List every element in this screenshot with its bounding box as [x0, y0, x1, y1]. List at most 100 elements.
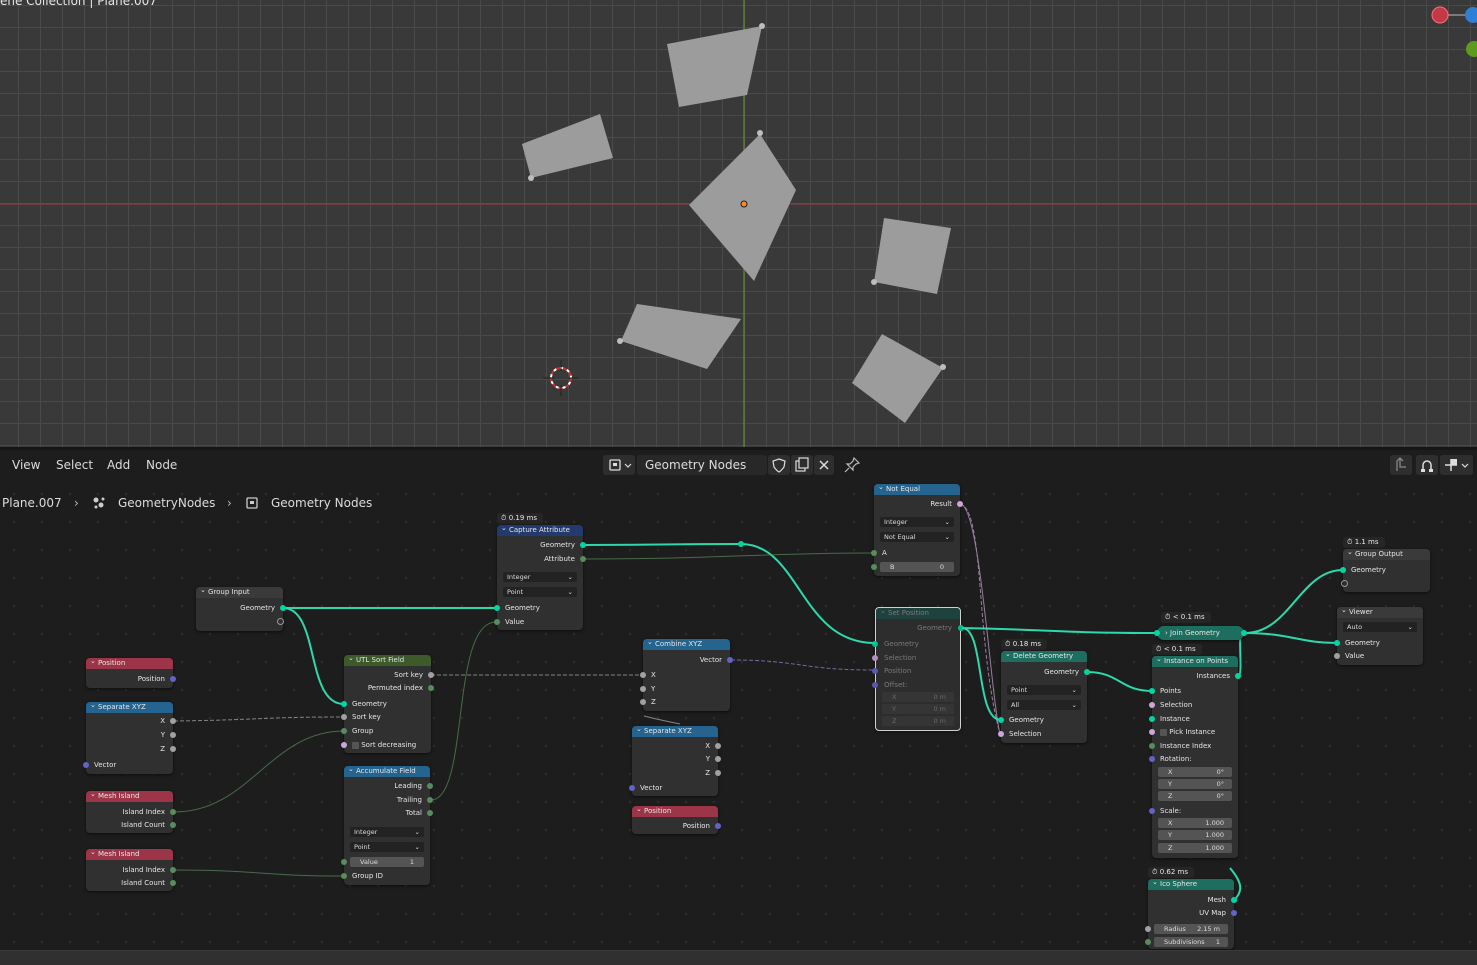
output-socket[interactable]	[428, 672, 434, 678]
reroute-node[interactable]	[738, 541, 744, 547]
node-separate-xyz[interactable]: Separate XYZ X Y Z Vector	[83, 700, 176, 774]
input-socket[interactable]	[1340, 567, 1346, 573]
input-socket[interactable]	[1149, 729, 1155, 735]
input-socket[interactable]	[998, 717, 1004, 723]
output-socket[interactable]	[958, 625, 964, 631]
close-icon[interactable]	[814, 455, 834, 475]
output-socket[interactable]	[170, 809, 176, 815]
duplicate-icon[interactable]	[791, 455, 813, 475]
editor-type-icon[interactable]	[603, 455, 635, 475]
output-socket[interactable]	[715, 743, 721, 749]
output-socket[interactable]	[428, 685, 434, 691]
output-socket[interactable]	[170, 822, 176, 828]
input-socket[interactable]	[341, 714, 347, 720]
node-mesh-island[interactable]: Mesh Island Island Index Island Count	[86, 789, 176, 833]
node-position[interactable]: Position Position	[632, 804, 721, 834]
output-socket[interactable]	[957, 501, 963, 507]
output-socket[interactable]	[580, 542, 586, 548]
node-capture-attribute[interactable]: Capture Attribute Geometry Attribute Int…	[494, 523, 586, 630]
mode-dropdown[interactable]: All⌄	[1007, 700, 1081, 710]
input-socket[interactable]	[640, 686, 646, 692]
input-socket[interactable]	[341, 873, 347, 879]
3d-viewport[interactable]: ene Collection | Plane.007	[0, 0, 1477, 447]
node-separate-xyz[interactable]: Separate XYZ X Y Z Vector	[629, 724, 721, 796]
snap-icon[interactable]	[1416, 455, 1438, 475]
input-socket[interactable]	[494, 605, 500, 611]
input-socket[interactable]	[1334, 640, 1340, 646]
overlay-icon[interactable]	[1440, 455, 1473, 475]
node-position[interactable]: Position Position	[86, 656, 176, 688]
input-socket[interactable]	[1149, 688, 1155, 694]
input-socket[interactable]	[871, 564, 877, 570]
output-socket[interactable]	[277, 618, 284, 625]
input-socket[interactable]	[1149, 756, 1155, 762]
input-socket[interactable]	[1145, 939, 1151, 945]
node-instance-on-points[interactable]: Instance on Points Instances Points Sele…	[1149, 654, 1241, 858]
input-socket[interactable]	[1149, 808, 1155, 814]
output-socket[interactable]	[1235, 673, 1241, 679]
pin-icon[interactable]	[842, 455, 862, 475]
node-viewer[interactable]: Viewer Auto⌄ Geometry Value	[1334, 605, 1423, 665]
menu-view[interactable]: View	[12, 458, 41, 472]
node-set-position[interactable]: Set Position Geometry Geometry Selection…	[872, 606, 964, 731]
output-socket[interactable]	[1241, 630, 1247, 636]
data-type-dropdown[interactable]: Integer⌄	[350, 827, 424, 837]
node-tree-name-field[interactable]: Geometry Nodes	[637, 455, 767, 475]
input-socket[interactable]	[640, 699, 646, 705]
operation-dropdown[interactable]: Not Equal⌄	[880, 532, 954, 542]
output-socket[interactable]	[170, 880, 176, 886]
input-socket[interactable]	[1334, 653, 1340, 659]
input-socket[interactable]	[872, 655, 878, 661]
output-socket[interactable]	[170, 732, 176, 738]
output-socket[interactable]	[1231, 910, 1237, 916]
input-socket[interactable]	[872, 682, 878, 688]
domain-dropdown[interactable]: Point⌄	[1007, 685, 1081, 695]
input-socket[interactable]	[998, 731, 1004, 737]
input-socket[interactable]	[341, 859, 347, 865]
input-socket[interactable]	[640, 672, 646, 678]
output-socket[interactable]	[715, 756, 721, 762]
node-group-output[interactable]: Group Output Geometry	[1340, 547, 1430, 592]
data-type-dropdown[interactable]: Integer⌄	[880, 517, 954, 527]
output-socket[interactable]	[280, 605, 286, 611]
output-socket[interactable]	[170, 718, 176, 724]
input-socket[interactable]	[871, 550, 877, 556]
input-socket[interactable]	[341, 701, 347, 707]
node-compare-not-equal[interactable]: Not Equal Result Integer⌄ Not Equal⌄ A B…	[871, 482, 963, 576]
menu-select[interactable]: Select	[56, 458, 94, 472]
output-socket[interactable]	[170, 867, 176, 873]
parent-tree-icon[interactable]	[1390, 455, 1412, 475]
output-socket[interactable]	[170, 676, 176, 682]
input-socket[interactable]	[629, 785, 635, 791]
input-socket[interactable]	[494, 619, 500, 625]
input-socket[interactable]	[1145, 926, 1151, 932]
output-socket[interactable]	[727, 657, 733, 663]
node-delete-geometry[interactable]: Delete Geometry Geometry Point⌄ All⌄ Geo…	[998, 649, 1090, 743]
input-socket[interactable]	[872, 641, 878, 647]
output-socket[interactable]	[1084, 669, 1090, 675]
domain-dropdown[interactable]: Point⌄	[503, 587, 577, 597]
output-socket[interactable]	[427, 783, 433, 789]
fake-user-shield-icon[interactable]	[768, 455, 790, 475]
input-socket[interactable]	[1154, 630, 1160, 636]
output-socket[interactable]	[715, 823, 721, 829]
menu-add[interactable]: Add	[107, 458, 131, 472]
pick-instance-checkbox[interactable]: Pick Instance	[1160, 727, 1215, 737]
output-socket[interactable]	[580, 556, 586, 562]
input-socket[interactable]	[341, 742, 347, 748]
input-socket[interactable]	[1149, 743, 1155, 749]
node-accumulate-field[interactable]: Accumulate Field Leading Trailing Total …	[341, 764, 433, 885]
input-socket[interactable]	[341, 728, 347, 734]
